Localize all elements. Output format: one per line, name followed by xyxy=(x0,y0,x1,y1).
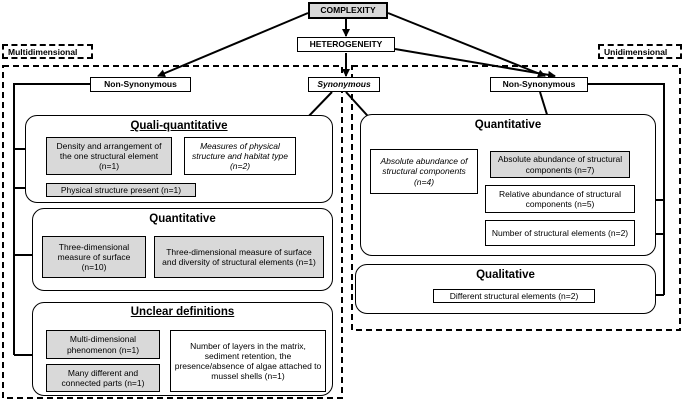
relative-abundance-box: Relative abundance of structural compone… xyxy=(485,185,635,213)
measures-physical-box: Measures of physical structure and habit… xyxy=(184,137,296,175)
complexity-node: COMPLEXITY xyxy=(308,2,388,19)
multidimensional-region xyxy=(2,65,343,399)
physical-structure-box: Physical structure present (n=1) xyxy=(46,183,196,197)
absolute-abundance-box: Absolute abundance of structural compone… xyxy=(490,151,630,178)
unclear-definitions-title: Unclear definitions xyxy=(130,306,235,318)
multi-dimensional-box: Multi-dimensional phenomenon (n=1) xyxy=(46,330,160,359)
qualitative-title: Qualitative xyxy=(476,269,535,281)
number-structural-elements-box: Number of structural elements (n=2) xyxy=(485,220,635,246)
left-quantitative-title: Quantitative xyxy=(149,213,216,225)
unidimensional-tag: Unidimensional xyxy=(598,44,682,59)
density-arrangement-box: Density and arrangement of the one struc… xyxy=(46,137,172,175)
right-quantitative-title: Quantitative xyxy=(474,119,542,131)
non-synonymous-left-node: Non-Synonymous xyxy=(90,77,191,92)
absolute-abundance-italic-box: Absolute abundance of structural compone… xyxy=(370,149,478,194)
many-parts-box: Many different and connected parts (n=1) xyxy=(46,364,160,392)
non-synonymous-right-node: Non-Synonymous xyxy=(490,77,588,92)
three-dimensional-diversity-box: Three-dimensional measure of surface and… xyxy=(154,236,324,278)
unidimensional-region xyxy=(351,65,681,331)
synonymous-node: Synonymous xyxy=(308,77,380,92)
layers-matrix-box: Number of layers in the matrix, sediment… xyxy=(170,330,326,392)
quali-quantitative-title: Quali-quantitative xyxy=(130,120,228,132)
three-dimensional-surface-box: Three-dimensional measure of surface (n=… xyxy=(42,236,146,278)
heterogeneity-node: HETEROGENEITY xyxy=(297,37,395,52)
different-structural-elements-box: Different structural elements (n=2) xyxy=(433,289,595,303)
multidimensional-tag: Multidimensional xyxy=(2,44,93,59)
